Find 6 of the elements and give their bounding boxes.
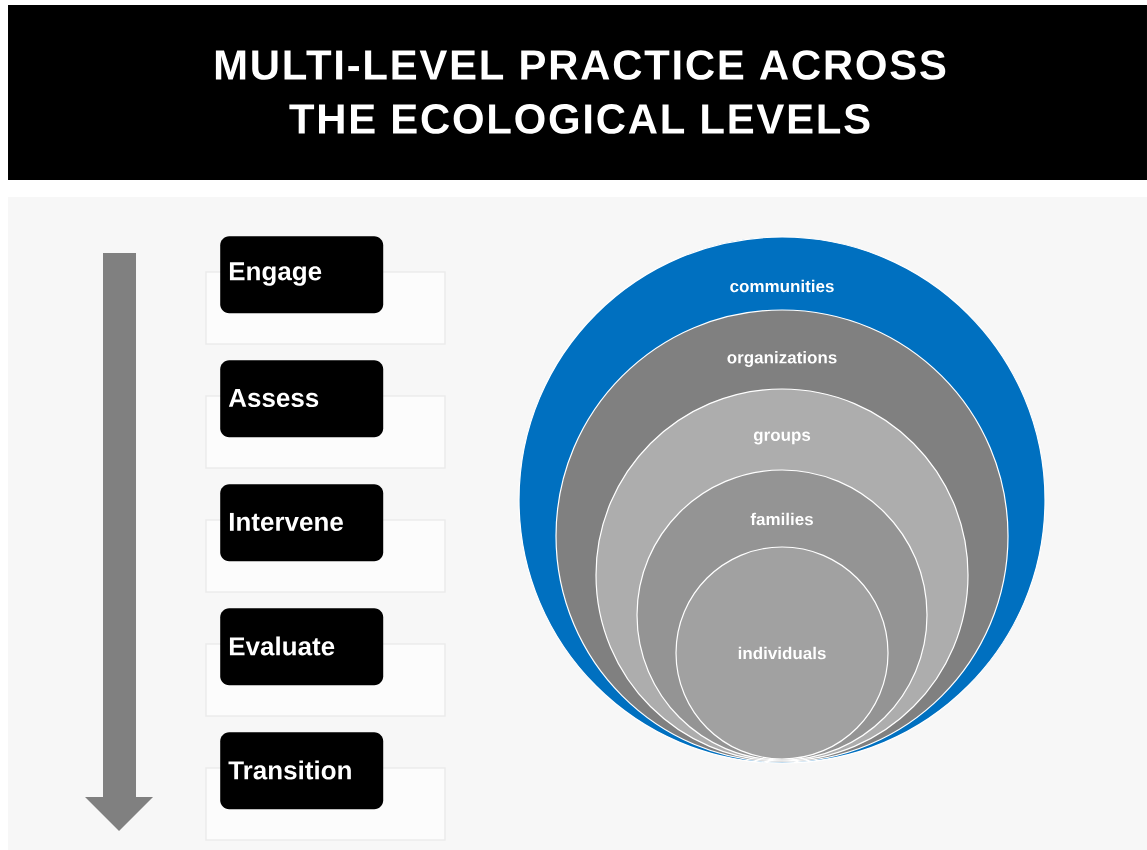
- step-box: Assess: [205, 360, 446, 469]
- step-box: Evaluate: [205, 608, 446, 717]
- step-box: Intervene: [205, 484, 446, 593]
- title: MULTI-LEVEL PRACTICE ACROSS THE ECOLOGICAL LEVELS: [215, 50, 946, 134]
- step-box: Transition: [205, 732, 446, 841]
- step-box: Engage: [205, 236, 446, 345]
